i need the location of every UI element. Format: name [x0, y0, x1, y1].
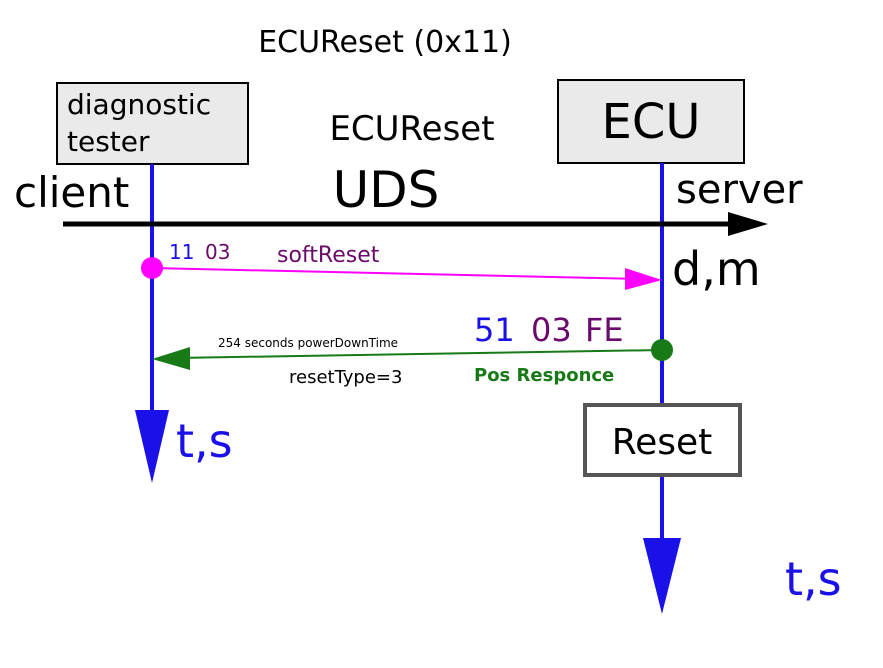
ecu-box-label: ECU — [602, 94, 701, 150]
server-time-arrowhead — [643, 538, 681, 614]
response-status: Pos Responce — [474, 365, 614, 386]
request-arrow-line — [151, 267, 641, 280]
protocol-label: UDS — [333, 161, 440, 219]
client-box-label-line1: diagnostic — [67, 88, 211, 121]
request-byte-subfunction: 03 — [205, 240, 230, 264]
client-box — [56, 82, 249, 165]
response-byte-time: FE — [585, 311, 624, 349]
reset-box-label: Reset — [612, 422, 713, 463]
ecu-box — [557, 79, 745, 164]
diagram-title: ECUReset (0x11) — [258, 25, 512, 60]
distance-label: d,m — [672, 242, 761, 296]
response-byte-type: 03 — [531, 311, 572, 349]
request-name: softReset — [277, 243, 380, 268]
request-origin-dot — [141, 257, 163, 279]
server-role-label: server — [676, 167, 803, 213]
distance-axis-arrowhead — [728, 212, 768, 236]
client-time-label: t,s — [176, 414, 233, 468]
client-time-arrowhead — [135, 410, 169, 483]
client-box-label-line2: tester — [67, 125, 150, 158]
response-arrow-line — [174, 349, 663, 359]
server-time-label: t,s — [785, 552, 842, 606]
request-arrowhead — [625, 268, 662, 290]
response-arrowhead — [152, 347, 190, 370]
client-role-label: client — [14, 168, 129, 217]
diagram-subtitle: ECUReset — [329, 109, 494, 149]
reset-box — [583, 403, 742, 477]
response-origin-dot — [651, 339, 673, 361]
response-note: 254 seconds powerDownTime — [218, 336, 398, 350]
response-byte-sid: 51 — [474, 311, 515, 349]
response-param: resetType=3 — [289, 367, 402, 388]
request-byte-sid: 11 — [169, 240, 194, 264]
